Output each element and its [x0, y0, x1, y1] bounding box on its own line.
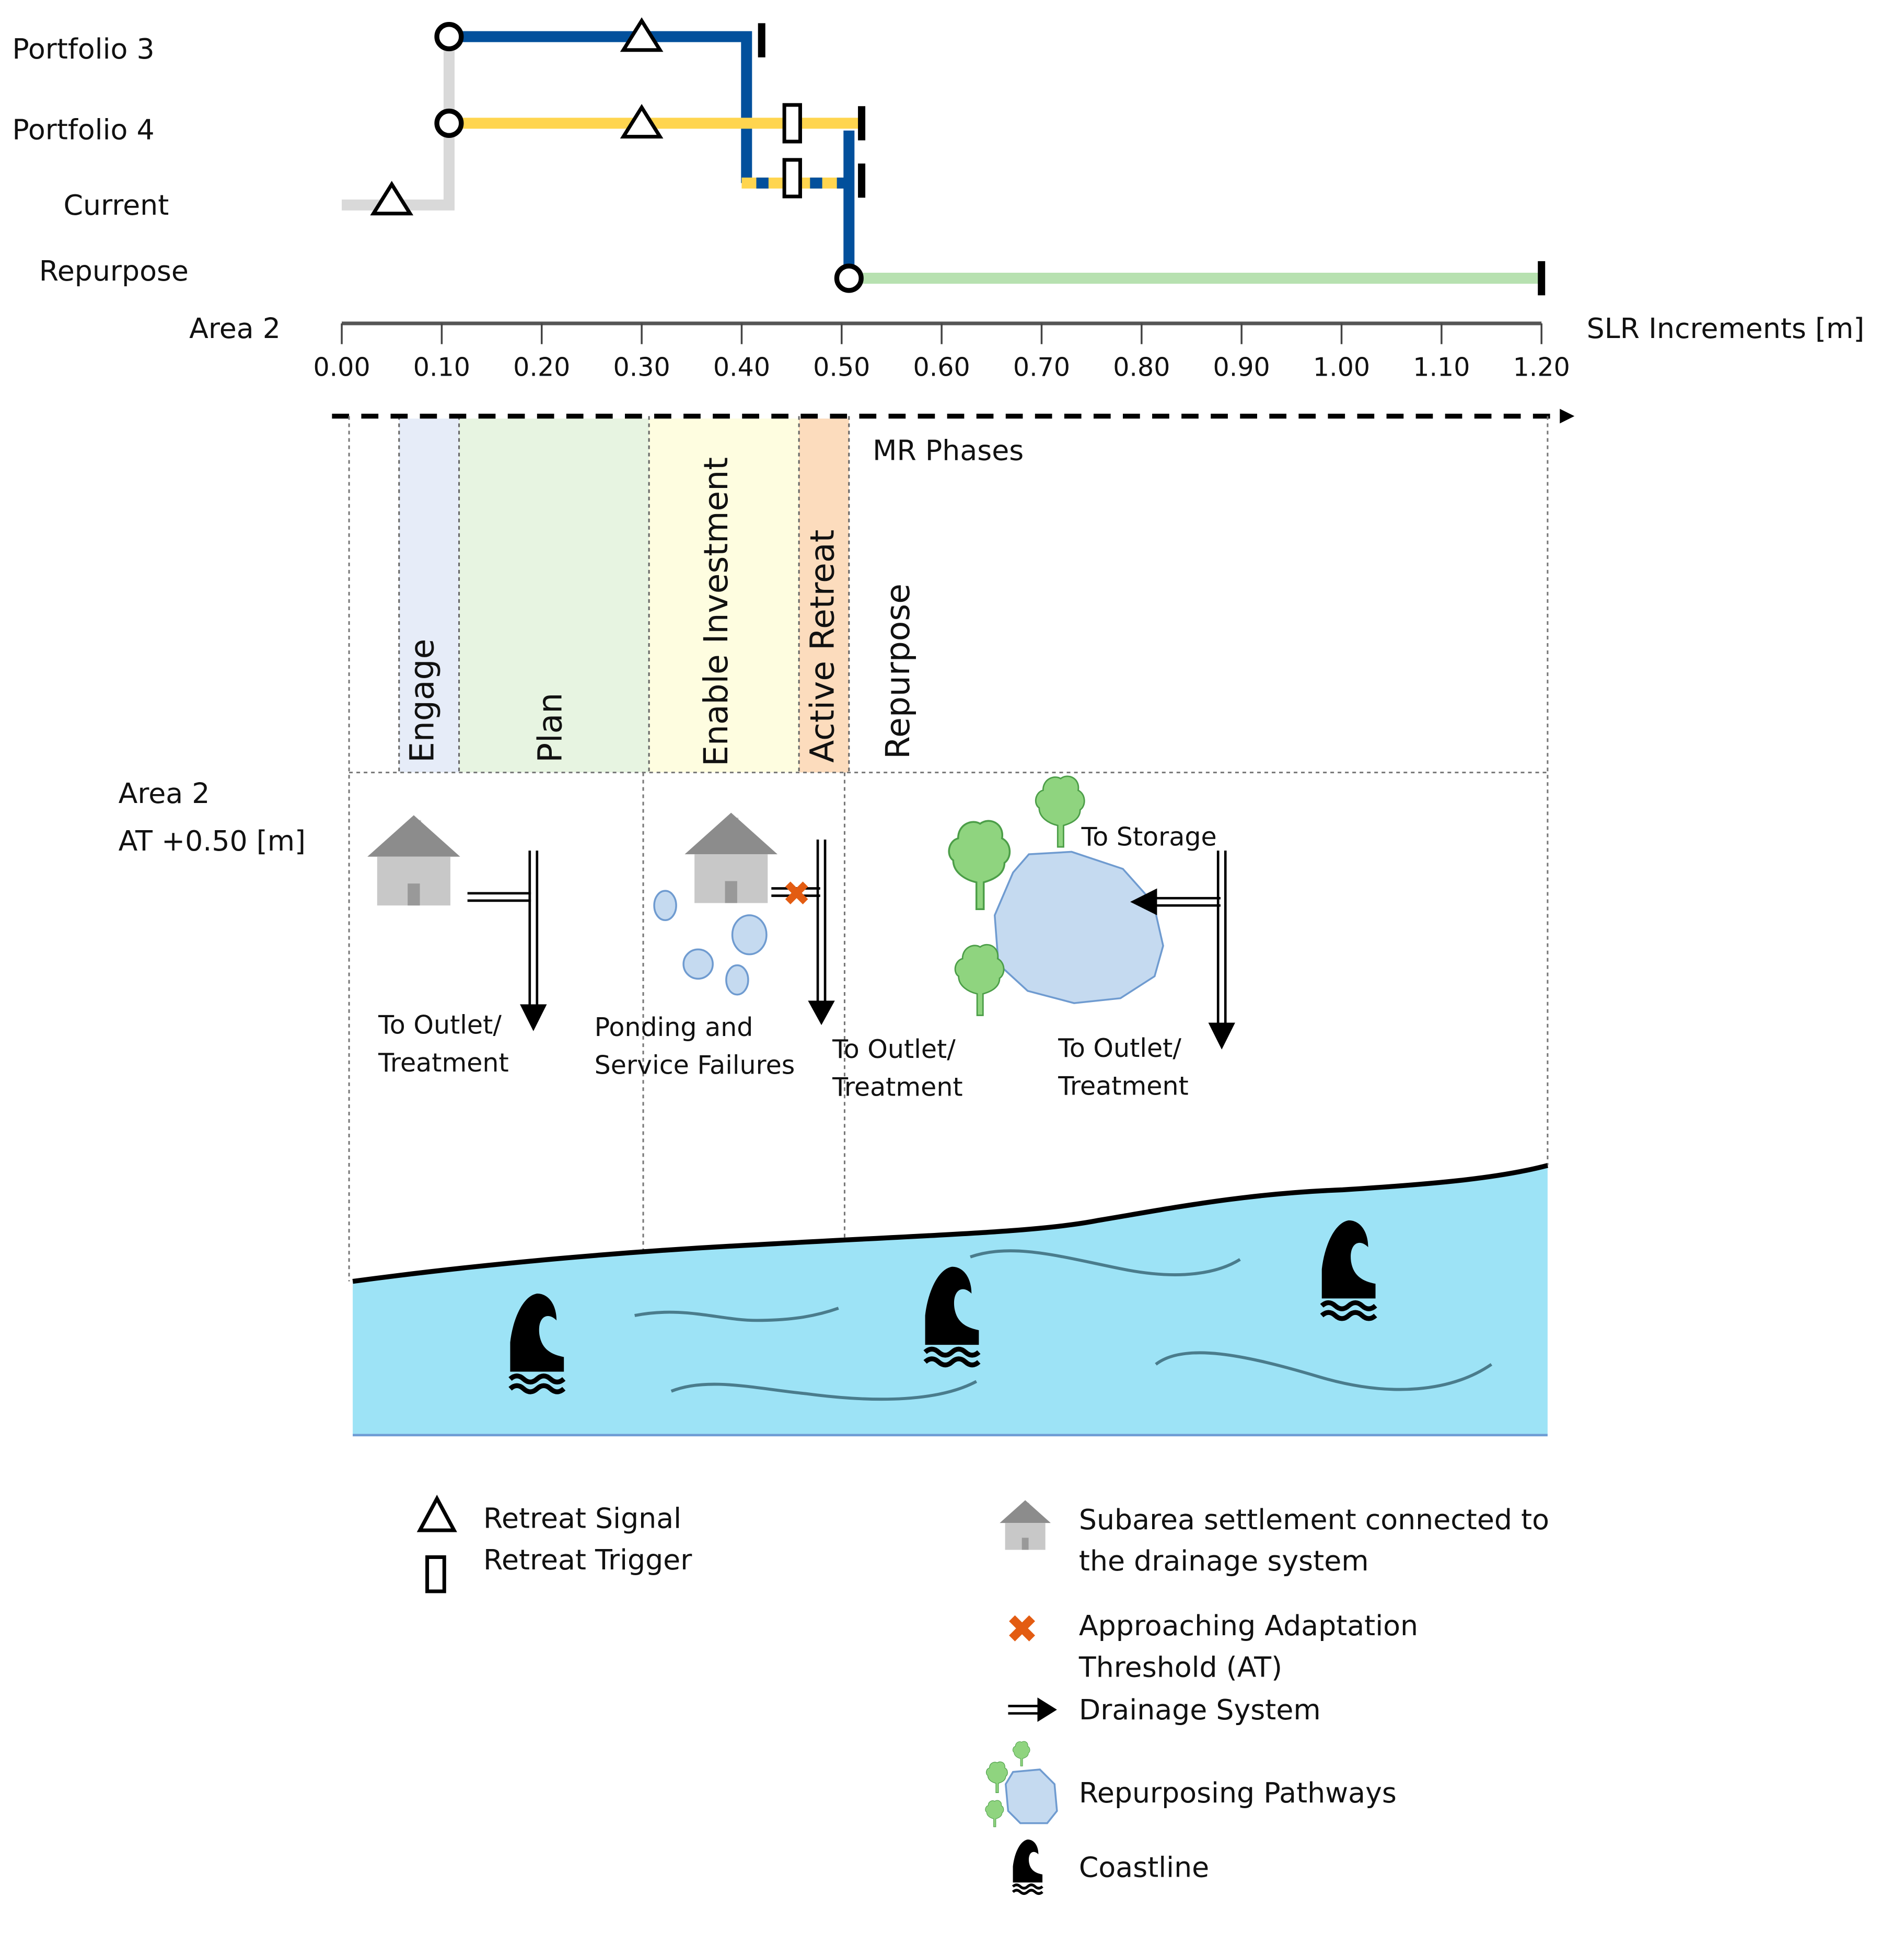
retreat-signal-icon	[416, 1495, 457, 1532]
ponding-icons	[653, 890, 768, 996]
axis-tick-label: 0.20	[513, 352, 570, 382]
pathway-row-labels: Portfolio 3 Portfolio 4 Current Repurpos…	[12, 32, 189, 287]
outlet-label-1b: Treatment	[378, 1047, 509, 1078]
phase-label-active-retreat: Active Retreat	[803, 530, 841, 763]
axis-tick-label: 0.50	[813, 352, 870, 382]
axis-tick-label: 1.20	[1513, 352, 1570, 382]
house-icon	[684, 812, 777, 903]
outlet-label-2b: Treatment	[832, 1072, 963, 1102]
threshold-x-icon: ✖	[782, 874, 811, 914]
row-label-portfolio3: Portfolio 3	[12, 32, 154, 65]
axis-tick-label: 0.90	[1213, 352, 1270, 382]
legend-retreat-signal: Retreat Signal	[483, 1501, 681, 1534]
phase-label-repurpose: Repurpose	[878, 584, 917, 759]
area-section-threshold: AT +0.50 [m]	[119, 824, 306, 857]
storage-label: To Storage	[1081, 822, 1217, 852]
axis-tick-label: 0.40	[713, 352, 770, 382]
legend-retreat-trigger: Retreat Trigger	[483, 1543, 692, 1576]
mr-phases-arrowhead-icon	[1560, 409, 1575, 424]
phase-label-enable-investment: Enable Investment	[696, 457, 735, 766]
arrow-left-icon	[1130, 888, 1157, 915]
phase-bands	[398, 416, 850, 773]
drainage-pipe-icon	[1153, 851, 1227, 1026]
retreat-signal-icon	[370, 181, 414, 216]
legend-drainage: Drainage System	[1079, 1693, 1321, 1726]
phase-band-enable-investment	[649, 418, 799, 773]
legend-settlement-2: the drainage system	[1079, 1544, 1369, 1577]
axis-tick-label: 0.00	[313, 352, 370, 382]
pathway-end-icon	[858, 106, 866, 141]
grid-lines	[348, 416, 1549, 1282]
settlement-icon	[1000, 1500, 1051, 1550]
pathway-end-icon	[1538, 261, 1546, 296]
storage-pond-icon	[993, 851, 1164, 1004]
legend-threshold-1: Approaching Adaptation	[1079, 1609, 1418, 1642]
retreat-signal-icon	[620, 17, 664, 52]
retreat-trigger-icon	[782, 158, 802, 199]
ponding-label-b: Service Failures	[595, 1050, 795, 1080]
arrow-down-icon	[520, 1004, 547, 1031]
sea-currents	[634, 1249, 1493, 1401]
house-icon	[367, 815, 460, 906]
pathway-portfolio-3	[449, 31, 752, 183]
row-label-portfolio4: Portfolio 4	[12, 113, 154, 146]
tree-icon	[1035, 775, 1085, 848]
legend-settlement-1: Subarea settlement connected to	[1079, 1503, 1549, 1536]
repurposing-legend-icon	[985, 1741, 1058, 1827]
pathway-end-icon	[858, 164, 866, 198]
phase-labels: Engage Plan Enable Investment Active Ret…	[402, 457, 917, 766]
pathway-end-icon	[758, 23, 765, 57]
arrow-down-icon	[808, 1000, 835, 1026]
retreat-trigger-icon	[782, 103, 802, 144]
pathway-markers	[370, 17, 1546, 296]
outlet-label-3a: To Outlet/	[1058, 1033, 1181, 1063]
mr-phases-label: MR Phases	[873, 434, 1024, 467]
drainage-pipe-icon	[771, 840, 827, 1004]
axis-tick-label: 0.60	[913, 352, 970, 382]
axis-tick-label: 0.80	[1113, 352, 1170, 382]
pathway-lines	[342, 31, 1542, 284]
transfer-node-icon	[434, 22, 464, 52]
tree-icon	[948, 820, 1011, 910]
axis-tick-label: 1.10	[1413, 352, 1470, 382]
drainage-pipe-icon	[467, 851, 539, 1007]
retreat-trigger-icon	[425, 1555, 446, 1593]
arrow-down-icon	[1208, 1022, 1235, 1050]
axis-area-label: Area 2	[189, 312, 281, 345]
phase-band-engage	[399, 418, 459, 773]
pathway-current	[342, 37, 455, 211]
threshold-x-legend-icon: ✖	[1006, 1607, 1039, 1652]
transfer-node-icon	[834, 263, 864, 293]
drainage-legend-icon	[1008, 1697, 1057, 1722]
outlet-label-2a: To Outlet/	[832, 1034, 956, 1064]
area-section-label: Area 2	[119, 777, 210, 810]
phase-band-plan	[459, 418, 649, 773]
coastline-legend-icon	[1013, 1840, 1043, 1893]
axis-tick-label: 0.30	[613, 352, 670, 382]
axis-tick-label: 0.70	[1013, 352, 1070, 382]
legend-repurposing: Repurposing Pathways	[1079, 1776, 1397, 1809]
axis-title: SLR Increments [m]	[1587, 312, 1865, 345]
retreat-signal-icon	[620, 103, 664, 139]
coastline	[352, 1163, 1549, 1284]
legend-threshold-2: Threshold (AT)	[1078, 1650, 1282, 1683]
phase-band-active-retreat	[799, 418, 849, 773]
axis-tick-label: 0.10	[413, 352, 470, 382]
ponding-label-a: Ponding and	[595, 1012, 753, 1042]
outlet-label-1a: To Outlet/	[378, 1009, 502, 1040]
tree-icon	[954, 944, 1005, 1016]
row-label-repurpose: Repurpose	[39, 254, 189, 287]
x-axis: Area 2 0.00 0.10 0.20 0.30 0.40 0.50 0.60 0.70 0…	[189, 312, 1864, 382]
transfer-node-icon	[434, 108, 464, 138]
axis-tick-label: 1.00	[1313, 352, 1370, 382]
phase-label-plan: Plan	[531, 693, 570, 763]
row-label-current: Current	[64, 189, 169, 222]
outlet-label-3b: Treatment	[1058, 1070, 1189, 1101]
legend: Retreat Signal Retreat Trigger Subarea s…	[416, 1495, 1549, 1893]
legend-coastline: Coastline	[1079, 1851, 1209, 1884]
phase-label-engage: Engage	[402, 639, 441, 763]
